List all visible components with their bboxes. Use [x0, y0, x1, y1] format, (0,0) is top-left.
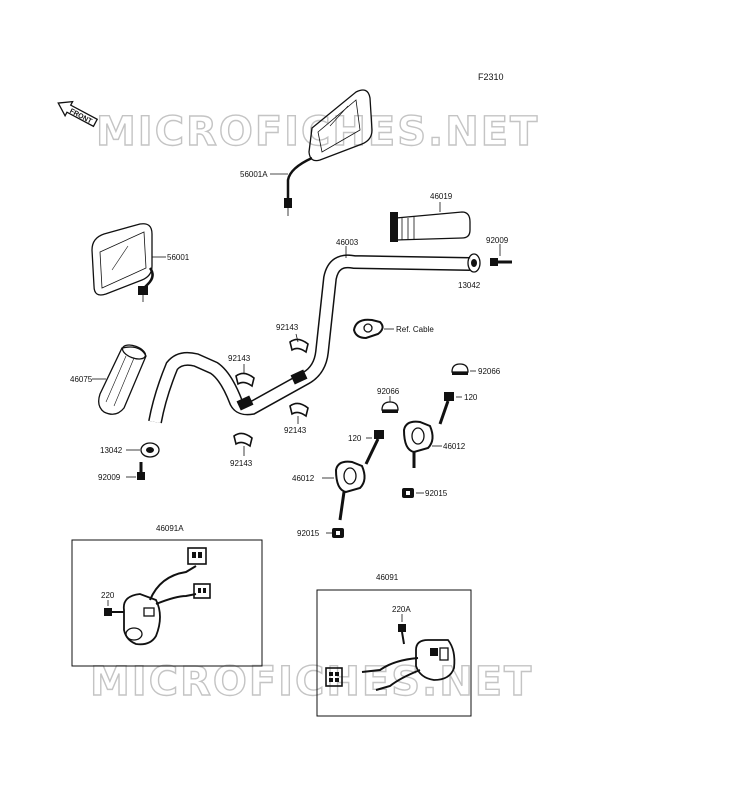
bolt-120-a: [438, 392, 454, 425]
label-46012-b: 46012: [292, 474, 315, 483]
label-46075: 46075: [70, 375, 93, 384]
label-92066-a: 92066: [478, 367, 501, 376]
label-46091A: 46091A: [156, 524, 184, 533]
label-ref-cable: Ref. Cable: [396, 325, 434, 334]
label-92066-b: 92066: [377, 387, 400, 396]
left-grip-46075: [98, 344, 147, 415]
clip-92143-c: [289, 402, 309, 418]
switch-46091A: [122, 547, 211, 646]
label-92009-bottom: 92009: [98, 473, 121, 482]
label-92143-b: 92143: [228, 354, 251, 363]
label-56001: 56001: [167, 253, 190, 262]
label-92143-a: 92143: [276, 323, 299, 332]
mirror-56001A: [284, 89, 373, 216]
clip-92143-d: [233, 432, 253, 448]
label-46003: 46003: [336, 238, 359, 247]
cap-92066-b: [381, 401, 399, 413]
holder-46012-upper: [402, 420, 434, 468]
label-46012-a: 46012: [443, 442, 466, 451]
switch-46091-frame: [316, 589, 472, 717]
label-120-b: 120: [348, 434, 362, 443]
handlebar-46003: [148, 254, 471, 424]
weight-13042-top: [467, 253, 481, 273]
label-92009-top: 92009: [486, 236, 509, 245]
label-56001A: 56001A: [240, 170, 268, 179]
switch-46091A-frame: [71, 539, 263, 667]
label-120-a: 120: [464, 393, 478, 402]
clip-92143-b: [235, 372, 255, 388]
bolt-92009-top: [490, 258, 512, 266]
nut-92015-a: [402, 488, 414, 498]
cap-92066-a: [451, 363, 469, 375]
weight-13042-bottom: [140, 442, 160, 458]
label-220: 220: [101, 591, 115, 600]
switch-46091: [325, 639, 456, 691]
bolt-120-b: [364, 430, 384, 465]
label-92015-a: 92015: [425, 489, 448, 498]
bolt-92009-bottom: [137, 462, 145, 480]
mirror-56001: [91, 223, 154, 302]
throttle-grip-46019: [390, 211, 471, 242]
label-46091: 46091: [376, 573, 399, 582]
label-220A: 220A: [392, 605, 411, 614]
screw-220A: [398, 624, 406, 645]
label-13042-top: 13042: [458, 281, 481, 290]
label-92143-c: 92143: [284, 426, 307, 435]
figure-code: F2310: [478, 72, 504, 82]
label-92015-b: 92015: [297, 529, 320, 538]
watermark-top: MICROFICHES.NET: [96, 109, 539, 155]
holder-46012-lower: [334, 460, 366, 521]
screw-220: [104, 608, 124, 616]
clip-92143-a: [289, 338, 309, 354]
front-arrow-icon: FRONT: [57, 100, 99, 128]
label-46019: 46019: [430, 192, 453, 201]
label-13042-bottom: 13042: [100, 446, 123, 455]
label-92143-d: 92143: [230, 459, 253, 468]
nut-92015-b: [332, 528, 344, 538]
cable-clip-ref: [352, 318, 384, 340]
